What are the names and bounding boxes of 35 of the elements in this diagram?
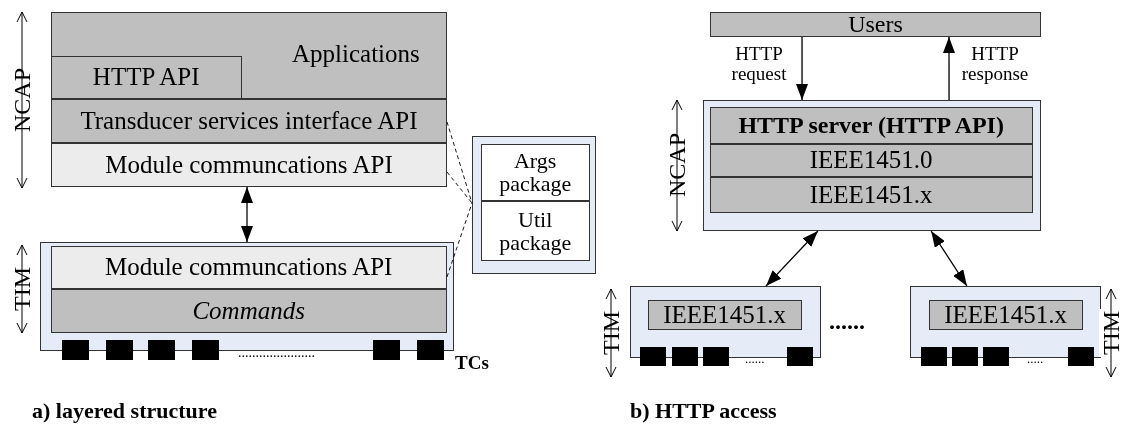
- package-box: Args package: [480, 143, 590, 201]
- layer-box: Module communcations API: [50, 245, 447, 289]
- arrow: [241, 186, 253, 243]
- arrow: [765, 230, 819, 287]
- text-label: ......: [829, 309, 865, 333]
- layer-box: IEEE1451.0: [709, 143, 1033, 177]
- package-container: [472, 136, 596, 274]
- layer-box: Commands: [50, 288, 447, 333]
- text-label: TCs: [455, 353, 489, 372]
- layer-box: Module communcations API: [51, 143, 447, 187]
- arrow: [930, 230, 968, 287]
- layer-box: [51, 12, 447, 99]
- text-label: a) layered structure: [32, 400, 217, 422]
- arrow: [796, 36, 809, 101]
- layer-box: HTTP API: [50, 55, 242, 99]
- arrow: [943, 36, 955, 101]
- layer-box: IEEE1451.x: [647, 299, 802, 330]
- layer-box: IEEE1451.x: [928, 299, 1083, 330]
- users-box: Users: [710, 12, 1041, 37]
- layer-label: Applications: [292, 41, 420, 68]
- ellipsis-dots: .....: [1027, 352, 1044, 365]
- ncap-container: [703, 100, 1041, 231]
- tim-container: [910, 286, 1101, 358]
- dashed-connector: [446, 171, 473, 204]
- module-container: [40, 242, 454, 351]
- edge-label: HTTP request: [730, 44, 788, 84]
- layer-box: Transducer services interface API: [51, 99, 447, 143]
- ellipsis-dots: ......: [745, 352, 765, 365]
- tim-container: [630, 286, 821, 358]
- layer-box: HTTP server (HTTP API): [709, 106, 1033, 144]
- text-label: b) HTTP access: [630, 400, 777, 422]
- package-box: Util package: [480, 200, 590, 261]
- ellipsis-dots: ......................: [238, 346, 315, 360]
- layer-box: IEEE1451.x: [709, 176, 1033, 213]
- edge-label: HTTP response: [960, 44, 1030, 84]
